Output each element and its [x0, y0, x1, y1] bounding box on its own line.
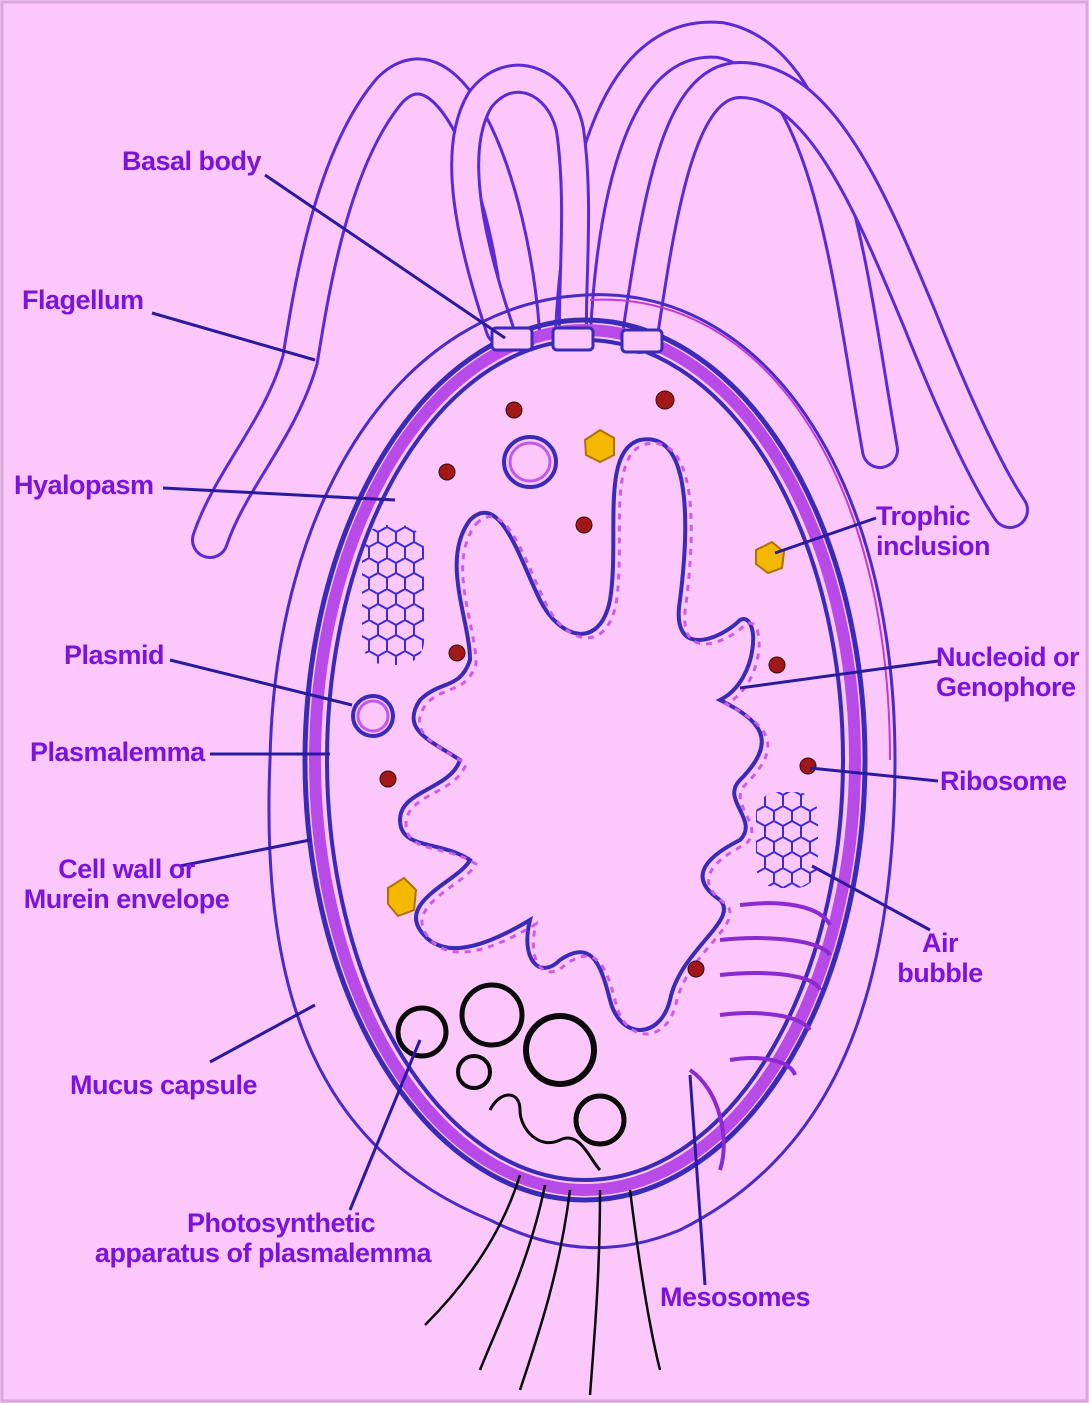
label-photosynthetic-line-1: Photosynthetic [88, 1208, 438, 1238]
label-photosynthetic-line-2: apparatus of plasmalemma [88, 1238, 438, 1268]
label-air-bubble: Air bubble [880, 928, 1000, 988]
label-mesosomes: Mesosomes [660, 1282, 810, 1312]
label-flagellum: Flagellum [22, 285, 144, 315]
label-trophic-line-2: inclusion [876, 531, 990, 561]
label-nucleoid: Nucleoid or Genophore [936, 642, 1079, 702]
label-ribosome: Ribosome [940, 766, 1067, 796]
label-cell-wall: Cell wall or Murein envelope [14, 854, 239, 914]
label-mucus-capsule: Mucus capsule [70, 1070, 257, 1100]
label-trophic-inclusion: Trophic inclusion [876, 501, 990, 561]
label-air-bubble-line-1: Air [880, 928, 1000, 958]
label-photosynthetic-apparatus: Photosynthetic apparatus of plasmalemma [88, 1208, 438, 1268]
label-plasmid: Plasmid [64, 640, 164, 670]
label-basal-body: Basal body [122, 146, 261, 176]
basal-bodies [492, 328, 662, 352]
label-plasmalemma: Plasmalemma [30, 737, 205, 767]
label-air-bubble-line-2: bubble [880, 958, 1000, 988]
label-cell-wall-line-1: Cell wall or [14, 854, 239, 884]
label-nucleoid-line-2: Genophore [936, 672, 1079, 702]
label-hyalopasm: Hyalopasm [14, 470, 154, 500]
label-nucleoid-line-1: Nucleoid or [936, 642, 1079, 672]
label-trophic-line-1: Trophic [876, 501, 990, 531]
label-cell-wall-line-2: Murein envelope [14, 884, 239, 914]
